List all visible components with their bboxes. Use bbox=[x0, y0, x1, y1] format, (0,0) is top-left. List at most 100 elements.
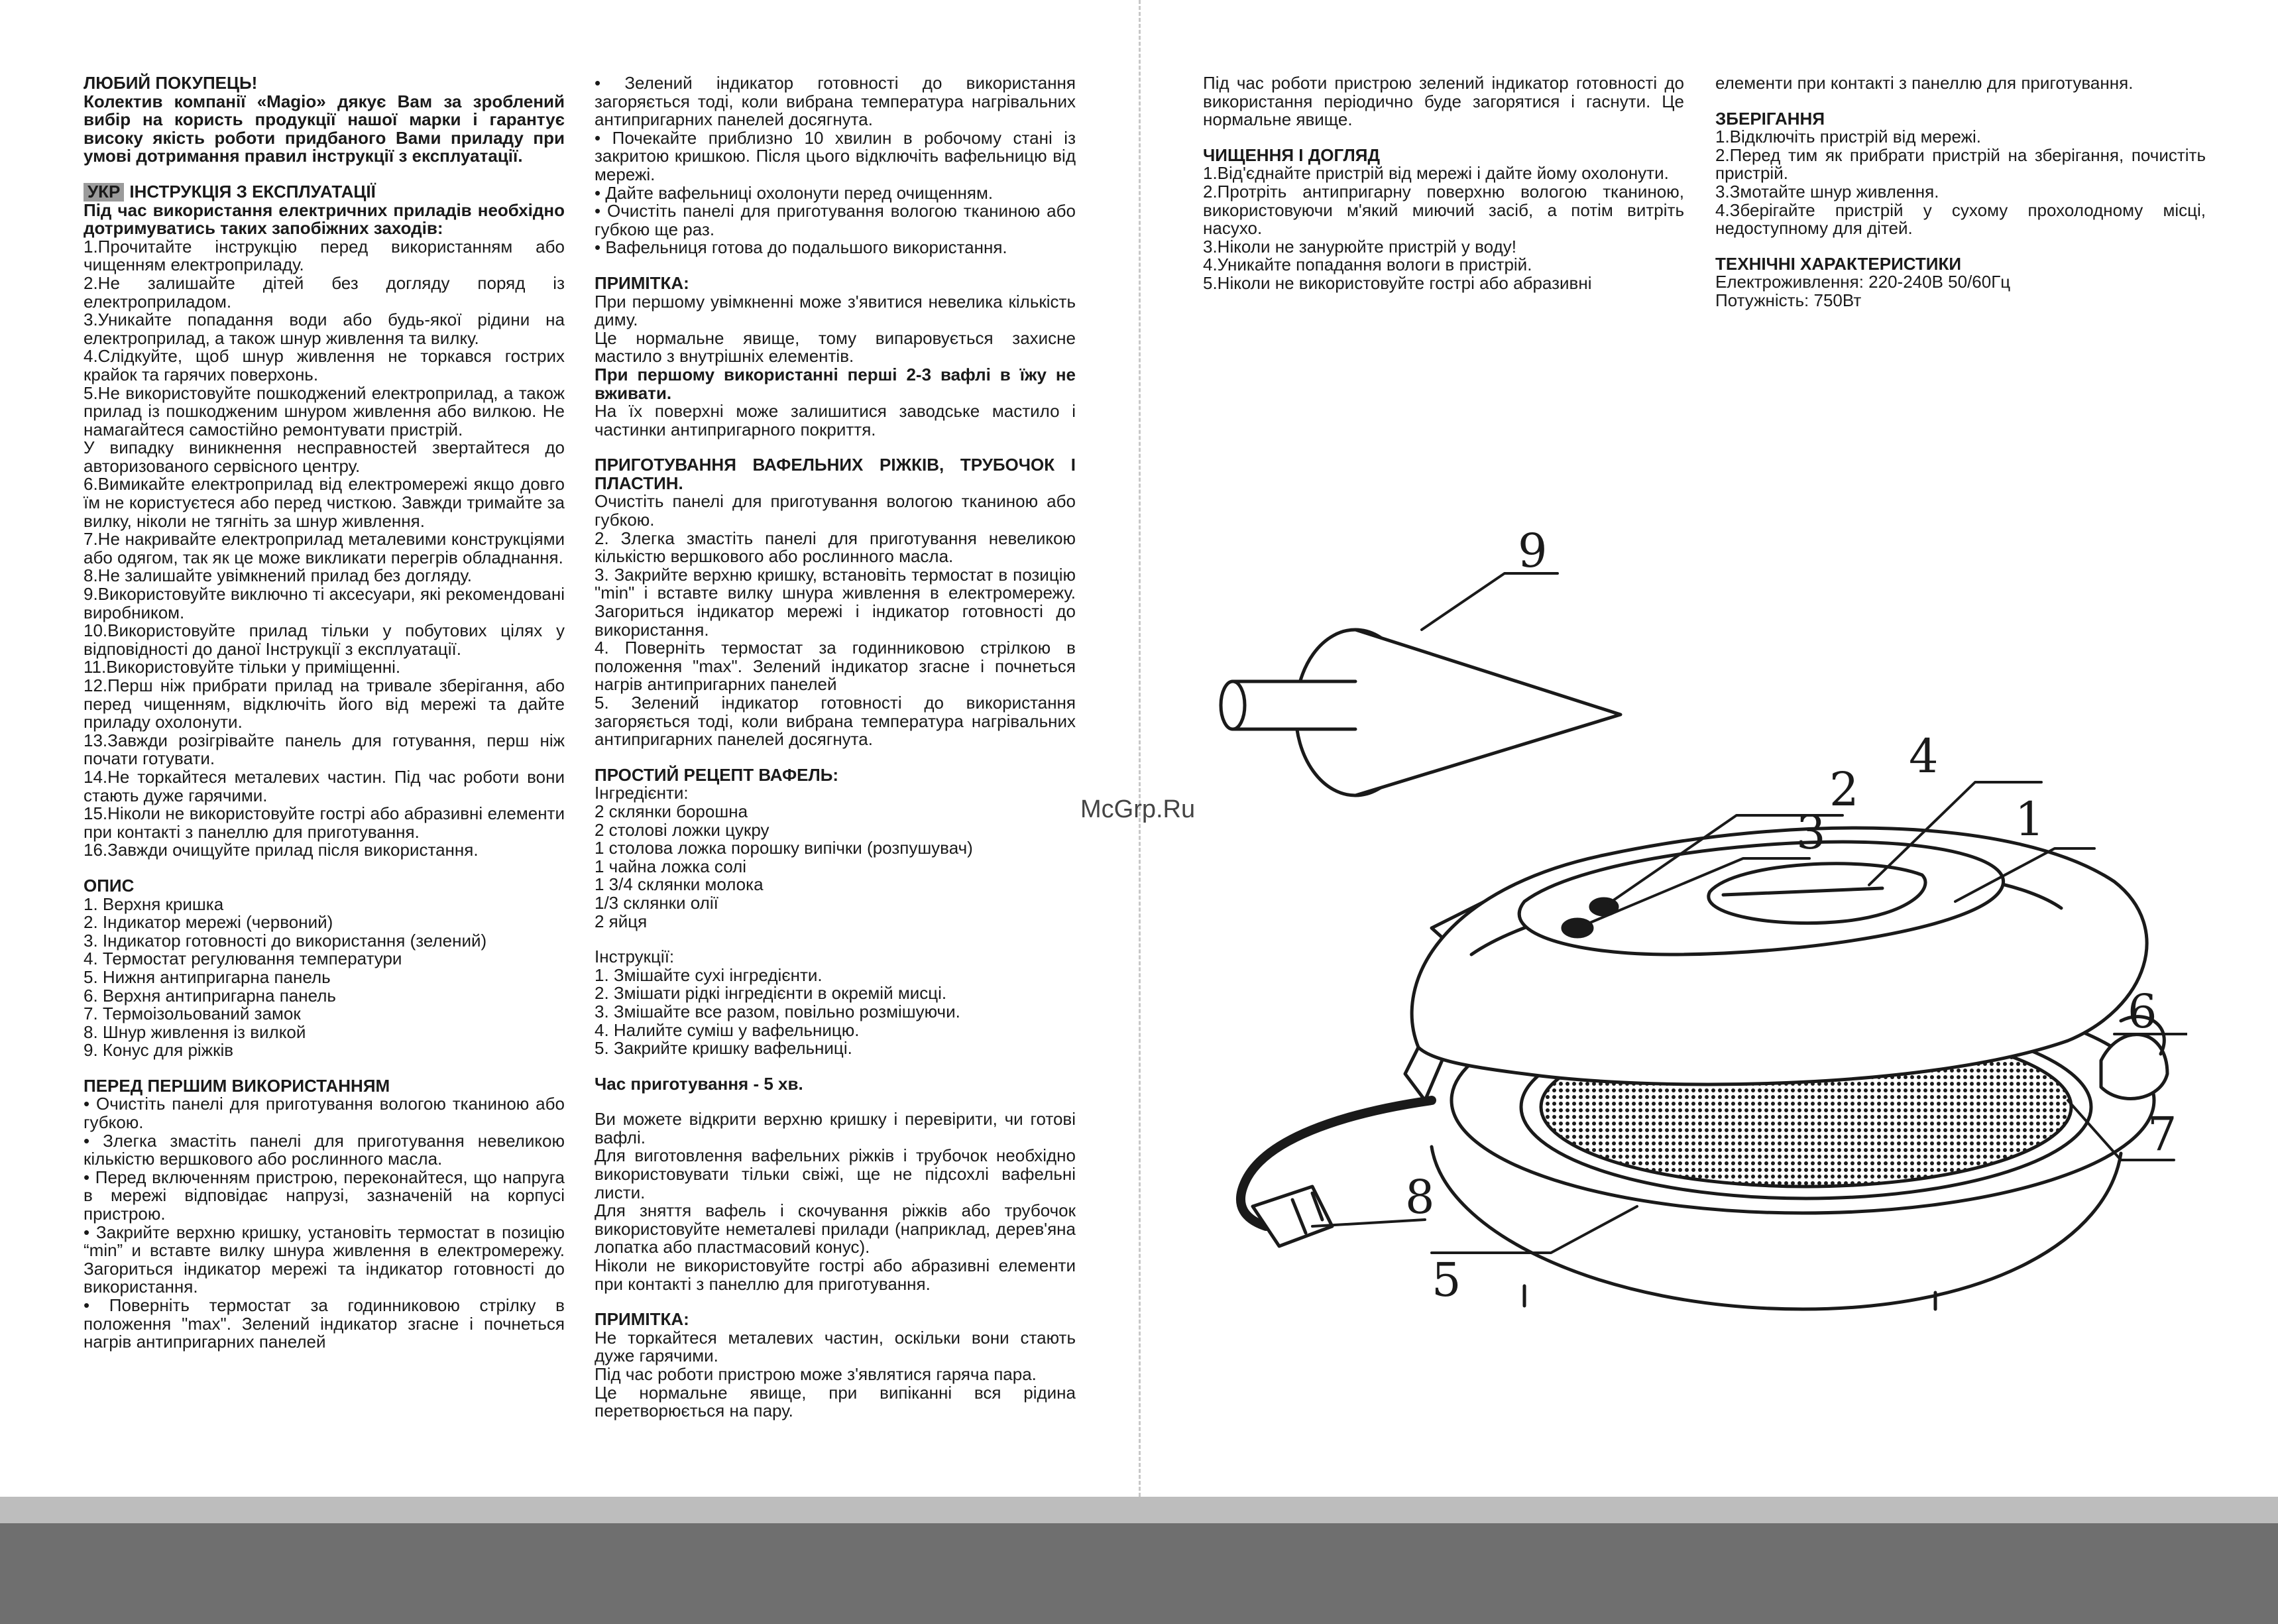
tech-specs-heading: ТЕХНІЧНІ ХАРАКТЕРИСТИКИ bbox=[1715, 253, 1962, 274]
list-item: • Очистіть панелі для приготування волог… bbox=[84, 1094, 565, 1133]
diagram-label-2: 2 bbox=[1829, 762, 1859, 817]
diagram-label-4: 4 bbox=[1909, 729, 1939, 783]
list-item: 1 3/4 склянки молока bbox=[595, 874, 764, 895]
list-item: 5. Закрийте кришку вафельниці. bbox=[595, 1038, 852, 1059]
safety-list: 1.Прочитайте інструкцію перед використан… bbox=[84, 236, 565, 860]
recipe-heading: ПРОСТИЙ РЕЦЕПТ ВАФЕЛЬ: bbox=[595, 764, 839, 785]
intro-text: Під час роботи пристрою зелений індикато… bbox=[1203, 73, 1684, 130]
list-item: 2. Злегка змастіть панелі для приготуван… bbox=[595, 528, 1076, 567]
list-item: Це нормальне явище, при випіканні вся рі… bbox=[595, 1382, 1076, 1421]
note-text: На їх поверхні може залишитися заводське… bbox=[595, 401, 1076, 439]
safety-lead: Під час використання електричних приладі… bbox=[84, 200, 565, 239]
cooking-heading: ПРИГОТУВАННЯ ВАФЕЛЬНИХ РІЖКІВ, ТРУБОЧОК … bbox=[595, 455, 1076, 493]
list-item: Для зняття вафель і скочування ріжків аб… bbox=[595, 1200, 1076, 1257]
footer-band-dark bbox=[0, 1523, 2278, 1624]
storage-list: 1.Відключіть пристрій від мережі. 2.Пере… bbox=[1715, 128, 2206, 238]
list-item: 5.Не використовуйте пошкоджений електроп… bbox=[84, 382, 565, 439]
list-item: 4. Налийте суміш у вафельницю. bbox=[595, 1019, 860, 1040]
list-item: 4.Слідкуйте, щоб шнур живлення не торкав… bbox=[84, 346, 565, 384]
ingredients-label: Інгредієнти: bbox=[595, 783, 689, 803]
list-item: • Очистіть панелі для приготування волог… bbox=[595, 201, 1076, 239]
steps-list: 1. Змішайте сухі інгредієнти. 2. Змішати… bbox=[595, 966, 1076, 1058]
list-item: • Вафельниця готова до подальшого викори… bbox=[595, 237, 1007, 258]
list-item: 3. Закрийте верхню кришку, встановіть те… bbox=[595, 564, 1076, 640]
diagram-label-9: 9 bbox=[1518, 524, 1548, 578]
list-item: 4. Термостат регулювання температури bbox=[84, 949, 402, 969]
list-item: 3.Уникайте попадання води або будь-якої … bbox=[84, 310, 565, 348]
diagram-label-3: 3 bbox=[1796, 805, 1826, 860]
list-item: • Перед включенням пристрою, переконайте… bbox=[84, 1167, 565, 1224]
list-item: 3. Змішайте все разом, повільно розмішую… bbox=[595, 1001, 960, 1021]
list-item: 1/3 склянки олії bbox=[595, 892, 718, 913]
list-item: 11.Використовуйте тільки у приміщенні. bbox=[84, 657, 401, 677]
list-item: 2. Індикатор мережі (червоний) bbox=[84, 912, 333, 933]
after-list: Ви можете відкрити верхню кришку і перев… bbox=[595, 1110, 1076, 1293]
list-item: • Почекайте приблизно 10 хвилин в робочо… bbox=[595, 127, 1076, 184]
note2-list: Не торкайтеся металевих частин, оскільки… bbox=[595, 1327, 1076, 1421]
list-item: 2.Не залишайте дітей без догляду поряд і… bbox=[84, 272, 565, 312]
list-item: 14.Не торкайтеся металевих частин. Під ч… bbox=[84, 766, 565, 805]
description-list: 1. Верхня кришка 2. Індикатор мережі (че… bbox=[84, 895, 565, 1061]
list-item: 4. Поверніть термостат за годинниковою с… bbox=[595, 638, 1076, 695]
diagram-label-1: 1 bbox=[2015, 792, 2045, 846]
steps-label: Інструкції: bbox=[595, 947, 675, 967]
greeting: ЛЮБИЙ ПОКУПЕЦЬ! bbox=[84, 73, 258, 93]
description-heading: ОПИС bbox=[84, 875, 135, 896]
list-item: 4.Уникайте попадання вологи в пристрій. bbox=[1203, 255, 1532, 275]
list-item: 15.Ніколи не використовуйте гострі або а… bbox=[84, 803, 565, 842]
language-badge: УКР bbox=[84, 182, 125, 202]
cleaning-list: 1.Від'єднайте пристрій від мережі і дайт… bbox=[1203, 164, 1684, 292]
list-item: 5. Зелений індикатор готовності до викор… bbox=[595, 693, 1076, 750]
list-item: 16.Завжди очищуйте прилад після використ… bbox=[84, 840, 479, 860]
tech-specs-list: Електроживлення: 220-240В 50/60Гц Потужн… bbox=[1715, 273, 2206, 310]
list-item: 9. Конус для ріжків bbox=[84, 1040, 234, 1061]
diagram-label-6: 6 bbox=[2128, 984, 2157, 1039]
list-item: 1.Прочитайте інструкцію перед використан… bbox=[84, 236, 565, 275]
continued-list: • Зелений індикатор готовності до викори… bbox=[595, 74, 1076, 257]
list-item: 7. Термоізольований замок bbox=[84, 1004, 301, 1024]
list-item: 13.Завжди розігрівайте панель для готува… bbox=[84, 730, 565, 769]
diagram-label-5: 5 bbox=[1432, 1253, 1461, 1307]
note-text: Це нормальне явище, тому випаровується з… bbox=[595, 327, 1076, 367]
list-item: Ніколи не використовуйте гострі або абра… bbox=[595, 1255, 1076, 1294]
list-item: Електроживлення: 220-240В 50/60Гц bbox=[1715, 272, 2011, 292]
list-item: 2.Протріть антипригарну поверхню вологою… bbox=[1203, 181, 1684, 239]
list-item: • Поверніть термостат за годинниковою ст… bbox=[84, 1295, 565, 1352]
list-item: 1. Змішайте сухі інгредієнти. bbox=[595, 964, 823, 985]
diagram-label-8: 8 bbox=[1405, 1170, 1435, 1224]
list-item: Не торкайтеся металевих частин, оскільки… bbox=[595, 1327, 1076, 1366]
list-item: 2.Перед тим як прибрати пристрій на збер… bbox=[1715, 145, 2206, 184]
list-item: Для виготовлення вафельних ріжків і труб… bbox=[595, 1145, 1076, 1202]
list-item: 2 столові ложки цукру bbox=[595, 819, 769, 840]
diagram-label-7: 7 bbox=[2147, 1107, 2177, 1161]
list-item: 5.Ніколи не використовуйте гострі або аб… bbox=[1203, 272, 1592, 293]
cooking-time: Час приготування - 5 хв. bbox=[595, 1073, 803, 1094]
note-heading: ПРИМІТКА: bbox=[595, 272, 689, 293]
list-item: • Злегка змастіть панелі для приготуванн… bbox=[84, 1130, 565, 1169]
list-item: 8.Не залишайте увімкнений прилад без дог… bbox=[84, 565, 472, 586]
list-item: 6.Вимикайте електроприлад від електромер… bbox=[84, 474, 565, 531]
list-item: 8. Шнур живлення із вилкой bbox=[84, 1021, 306, 1042]
list-item: 6. Верхня антипригарна панель bbox=[84, 985, 336, 1006]
list-item: • Зелений індикатор готовності до викори… bbox=[595, 73, 1076, 130]
list-item: 9.Використовуйте виключно ті аксесуари, … bbox=[84, 584, 565, 622]
watermark: McGrp.Ru bbox=[1080, 795, 1196, 823]
before-use-heading: ПЕРЕД ПЕРШИМ ВИКОРИСТАННЯМ bbox=[84, 1075, 390, 1096]
page-fold-line bbox=[1139, 0, 1141, 1497]
list-item: 10.Використовуйте прилад тільки у побуто… bbox=[84, 620, 565, 659]
instructions-title: ІНСТРУКЦІЯ З ЕКСПЛУАТАЦІЇ bbox=[129, 181, 376, 202]
list-item: 12.Перш ніж прибрати прилад на тривале з… bbox=[84, 675, 565, 732]
waffle-maker-icon bbox=[1235, 826, 2169, 1311]
column-3: Під час роботи пристрою зелений індикато… bbox=[1203, 74, 1684, 293]
list-item: Під час роботи пристрою може з'являтися … bbox=[595, 1364, 1037, 1384]
list-item: Потужність: 750Вт bbox=[1715, 290, 1862, 310]
cooking-list: Очистіть панелі для приготування вологою… bbox=[595, 493, 1076, 748]
callout-lines bbox=[1311, 572, 2187, 1254]
list-item: Очистіть панелі для приготування вологою… bbox=[595, 491, 1076, 530]
list-item: • Закрийте верхню кришку, установіть тер… bbox=[84, 1222, 565, 1297]
continued-text: елементи при контакті з панеллю для приг… bbox=[1715, 73, 2134, 93]
list-item: 3.Змотайте шнур живлення. bbox=[1715, 181, 1939, 202]
column-1: ЛЮБИЙ ПОКУПЕЦЬ! Колектив компанії «Magio… bbox=[84, 74, 565, 1352]
column-4: елементи при контакті з панеллю для приг… bbox=[1715, 74, 2206, 310]
